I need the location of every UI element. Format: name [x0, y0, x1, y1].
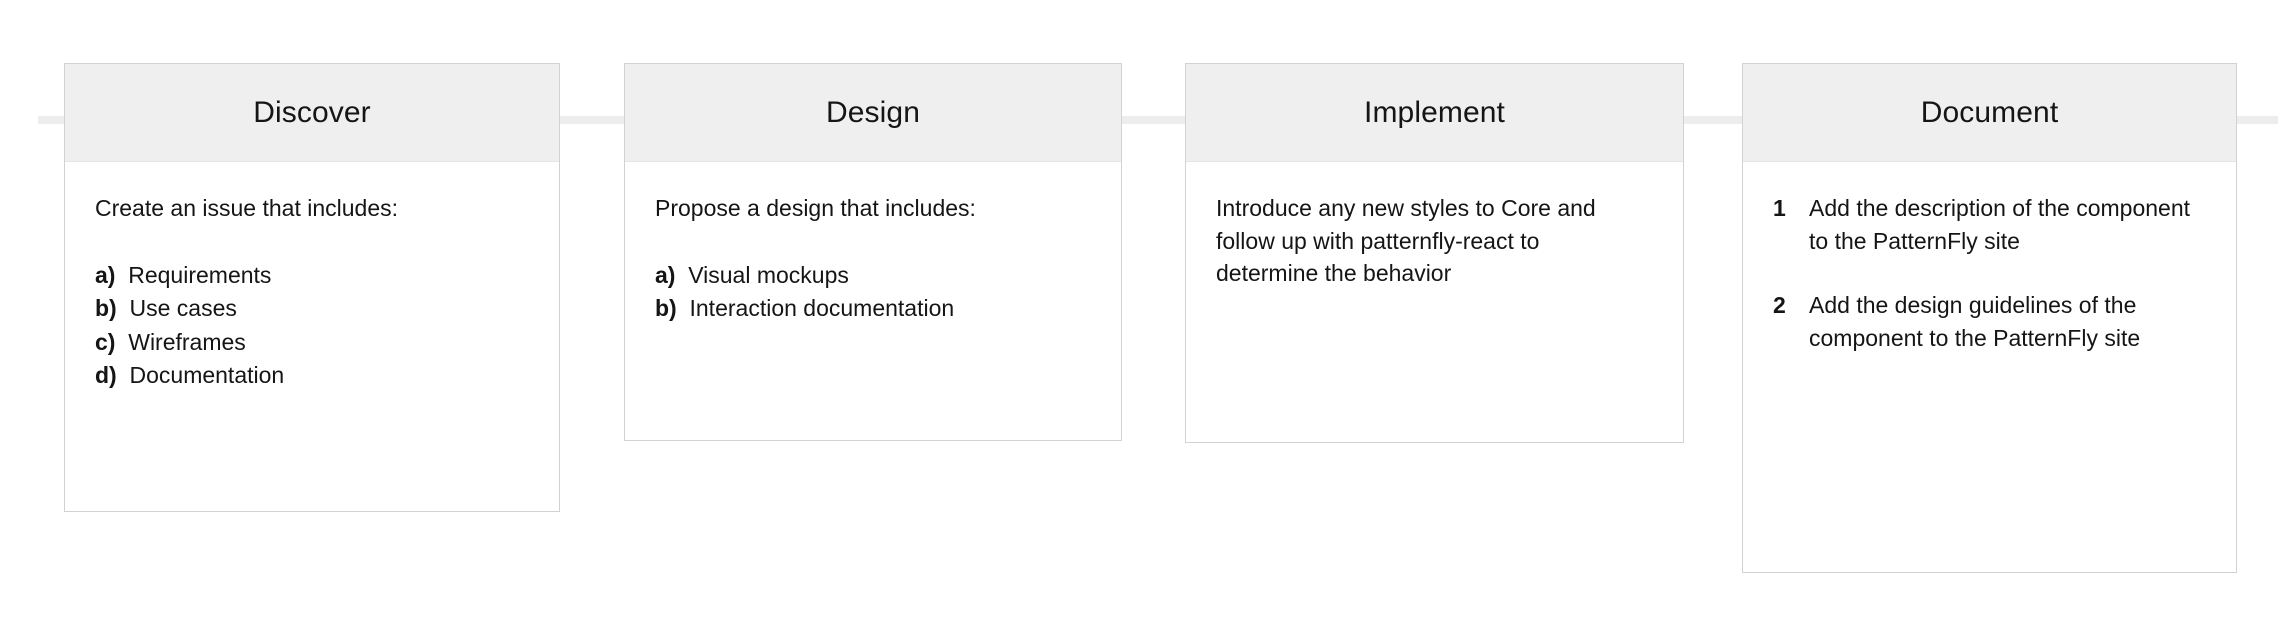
list-text: Wireframes — [128, 328, 246, 355]
step-card-implement: Implement Introduce any new styles to Co… — [1185, 63, 1684, 443]
list-marker: 2 — [1773, 291, 1786, 318]
list-item: a) Visual mockups — [655, 259, 1091, 293]
step-title: Discover — [253, 95, 371, 129]
list-item: 1 Add the description of the component t… — [1773, 192, 2206, 259]
list-item: 2 Add the design guidelines of the compo… — [1773, 289, 2206, 356]
step-title: Implement — [1364, 95, 1505, 129]
step-header-discover: Discover — [65, 64, 559, 162]
list-text: Requirements — [128, 261, 272, 288]
step-body-discover: Create an issue that includes: a) Requir… — [65, 162, 559, 419]
connector-implement-document — [1683, 116, 1743, 124]
list-marker: b) — [95, 295, 124, 322]
step-header-document: Document — [1743, 64, 2236, 162]
lettered-list: a) Visual mockups b) Interaction documen… — [655, 259, 1091, 326]
list-marker: a) — [655, 261, 682, 288]
step-header-implement: Implement — [1186, 64, 1683, 162]
step-intro: Propose a design that includes: — [655, 195, 976, 221]
list-marker: 1 — [1773, 195, 1786, 221]
step-body-implement: Introduce any new styles to Core and fol… — [1186, 162, 1683, 316]
step-intro: Introduce any new styles to Core and fol… — [1216, 195, 1596, 287]
connector-design-implement — [1121, 116, 1186, 124]
connector-left-edge — [38, 116, 65, 124]
list-marker: c) — [95, 328, 122, 355]
connector-right-edge — [2236, 116, 2278, 124]
list-marker: a) — [95, 261, 122, 288]
step-intro: Create an issue that includes: — [95, 195, 399, 221]
list-text: Documentation — [129, 362, 285, 389]
step-card-discover: Discover Create an issue that includes: … — [64, 63, 560, 512]
list-item: d) Documentation — [95, 359, 529, 393]
list-item: c) Wireframes — [95, 326, 529, 360]
list-item: b) Interaction documentation — [655, 292, 1091, 326]
step-card-document: Document 1 Add the description of the co… — [1742, 63, 2237, 573]
list-text: Interaction documentation — [689, 295, 955, 322]
step-title: Design — [826, 95, 920, 129]
lettered-list: a) Requirements b) Use cases c) Wirefram… — [95, 259, 529, 393]
step-card-design: Design Propose a design that includes: a… — [624, 63, 1122, 441]
step-body-design: Propose a design that includes: a) Visua… — [625, 162, 1121, 352]
step-title: Document — [1920, 95, 2059, 129]
list-text: Add the description of the component to … — [1809, 195, 2191, 255]
list-item: b) Use cases — [95, 292, 529, 326]
list-text: Visual mockups — [688, 261, 849, 288]
step-header-design: Design — [625, 64, 1121, 162]
connector-discover-design — [559, 116, 625, 124]
list-marker: b) — [655, 295, 684, 322]
list-text: Add the design guidelines of the compone… — [1809, 291, 2141, 352]
step-body-document: 1 Add the description of the component t… — [1743, 162, 2236, 381]
list-text: Use cases — [129, 295, 237, 322]
numbered-list: 1 Add the description of the component t… — [1773, 192, 2206, 355]
list-item: a) Requirements — [95, 259, 529, 293]
list-marker: d) — [95, 362, 124, 389]
